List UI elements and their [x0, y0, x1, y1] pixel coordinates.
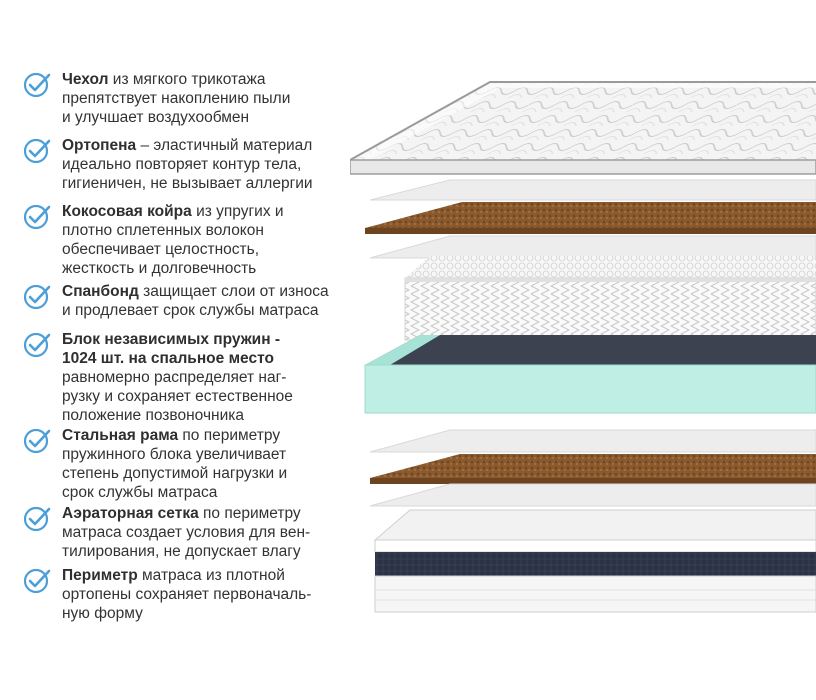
check-circle-icon	[23, 284, 51, 310]
quilted-cover-layer	[350, 81, 816, 175]
spunbond-sheet-layer	[369, 429, 816, 453]
spunbond-sheet-layer	[369, 235, 816, 259]
feature-text: Периметр матраса из плотной ортопены сох…	[62, 567, 312, 622]
coconut-coir-layer	[370, 454, 816, 484]
coconut-coir-layer	[365, 202, 816, 234]
feature-text: Аэраторная сетка по периметру матраса со…	[62, 505, 311, 560]
mattress-layers-illustration	[350, 81, 816, 613]
feature-text: Спанбонд защищает слои от износа и продл…	[62, 283, 329, 319]
spunbond-sheet-layer	[369, 179, 816, 201]
spunbond-sheet-layer	[369, 483, 816, 507]
spring-block-layer	[404, 256, 816, 341]
feature-text: Ортопена – эластичный материал идеально …	[62, 137, 313, 192]
check-circle-icon	[23, 506, 51, 532]
check-circle-icon	[23, 204, 51, 230]
check-circle-icon	[23, 138, 51, 164]
check-circle-icon	[23, 568, 51, 594]
check-circle-icon	[23, 332, 51, 358]
check-circle-icon	[23, 72, 51, 98]
orthofoam-frame-layer	[364, 335, 816, 414]
base-cover-layer	[373, 509, 816, 613]
feature-text: Стальная рама по периметру пружинного бл…	[62, 427, 288, 501]
feature-text: Чехол из мягкого трикотажа препятствует …	[62, 71, 291, 126]
check-circle-icon	[23, 428, 51, 454]
feature-text: Кокосовая койра из упругих и плотно спле…	[62, 203, 284, 277]
feature-text: Блок независимых пружин - 1024 шт. на сп…	[62, 331, 293, 424]
